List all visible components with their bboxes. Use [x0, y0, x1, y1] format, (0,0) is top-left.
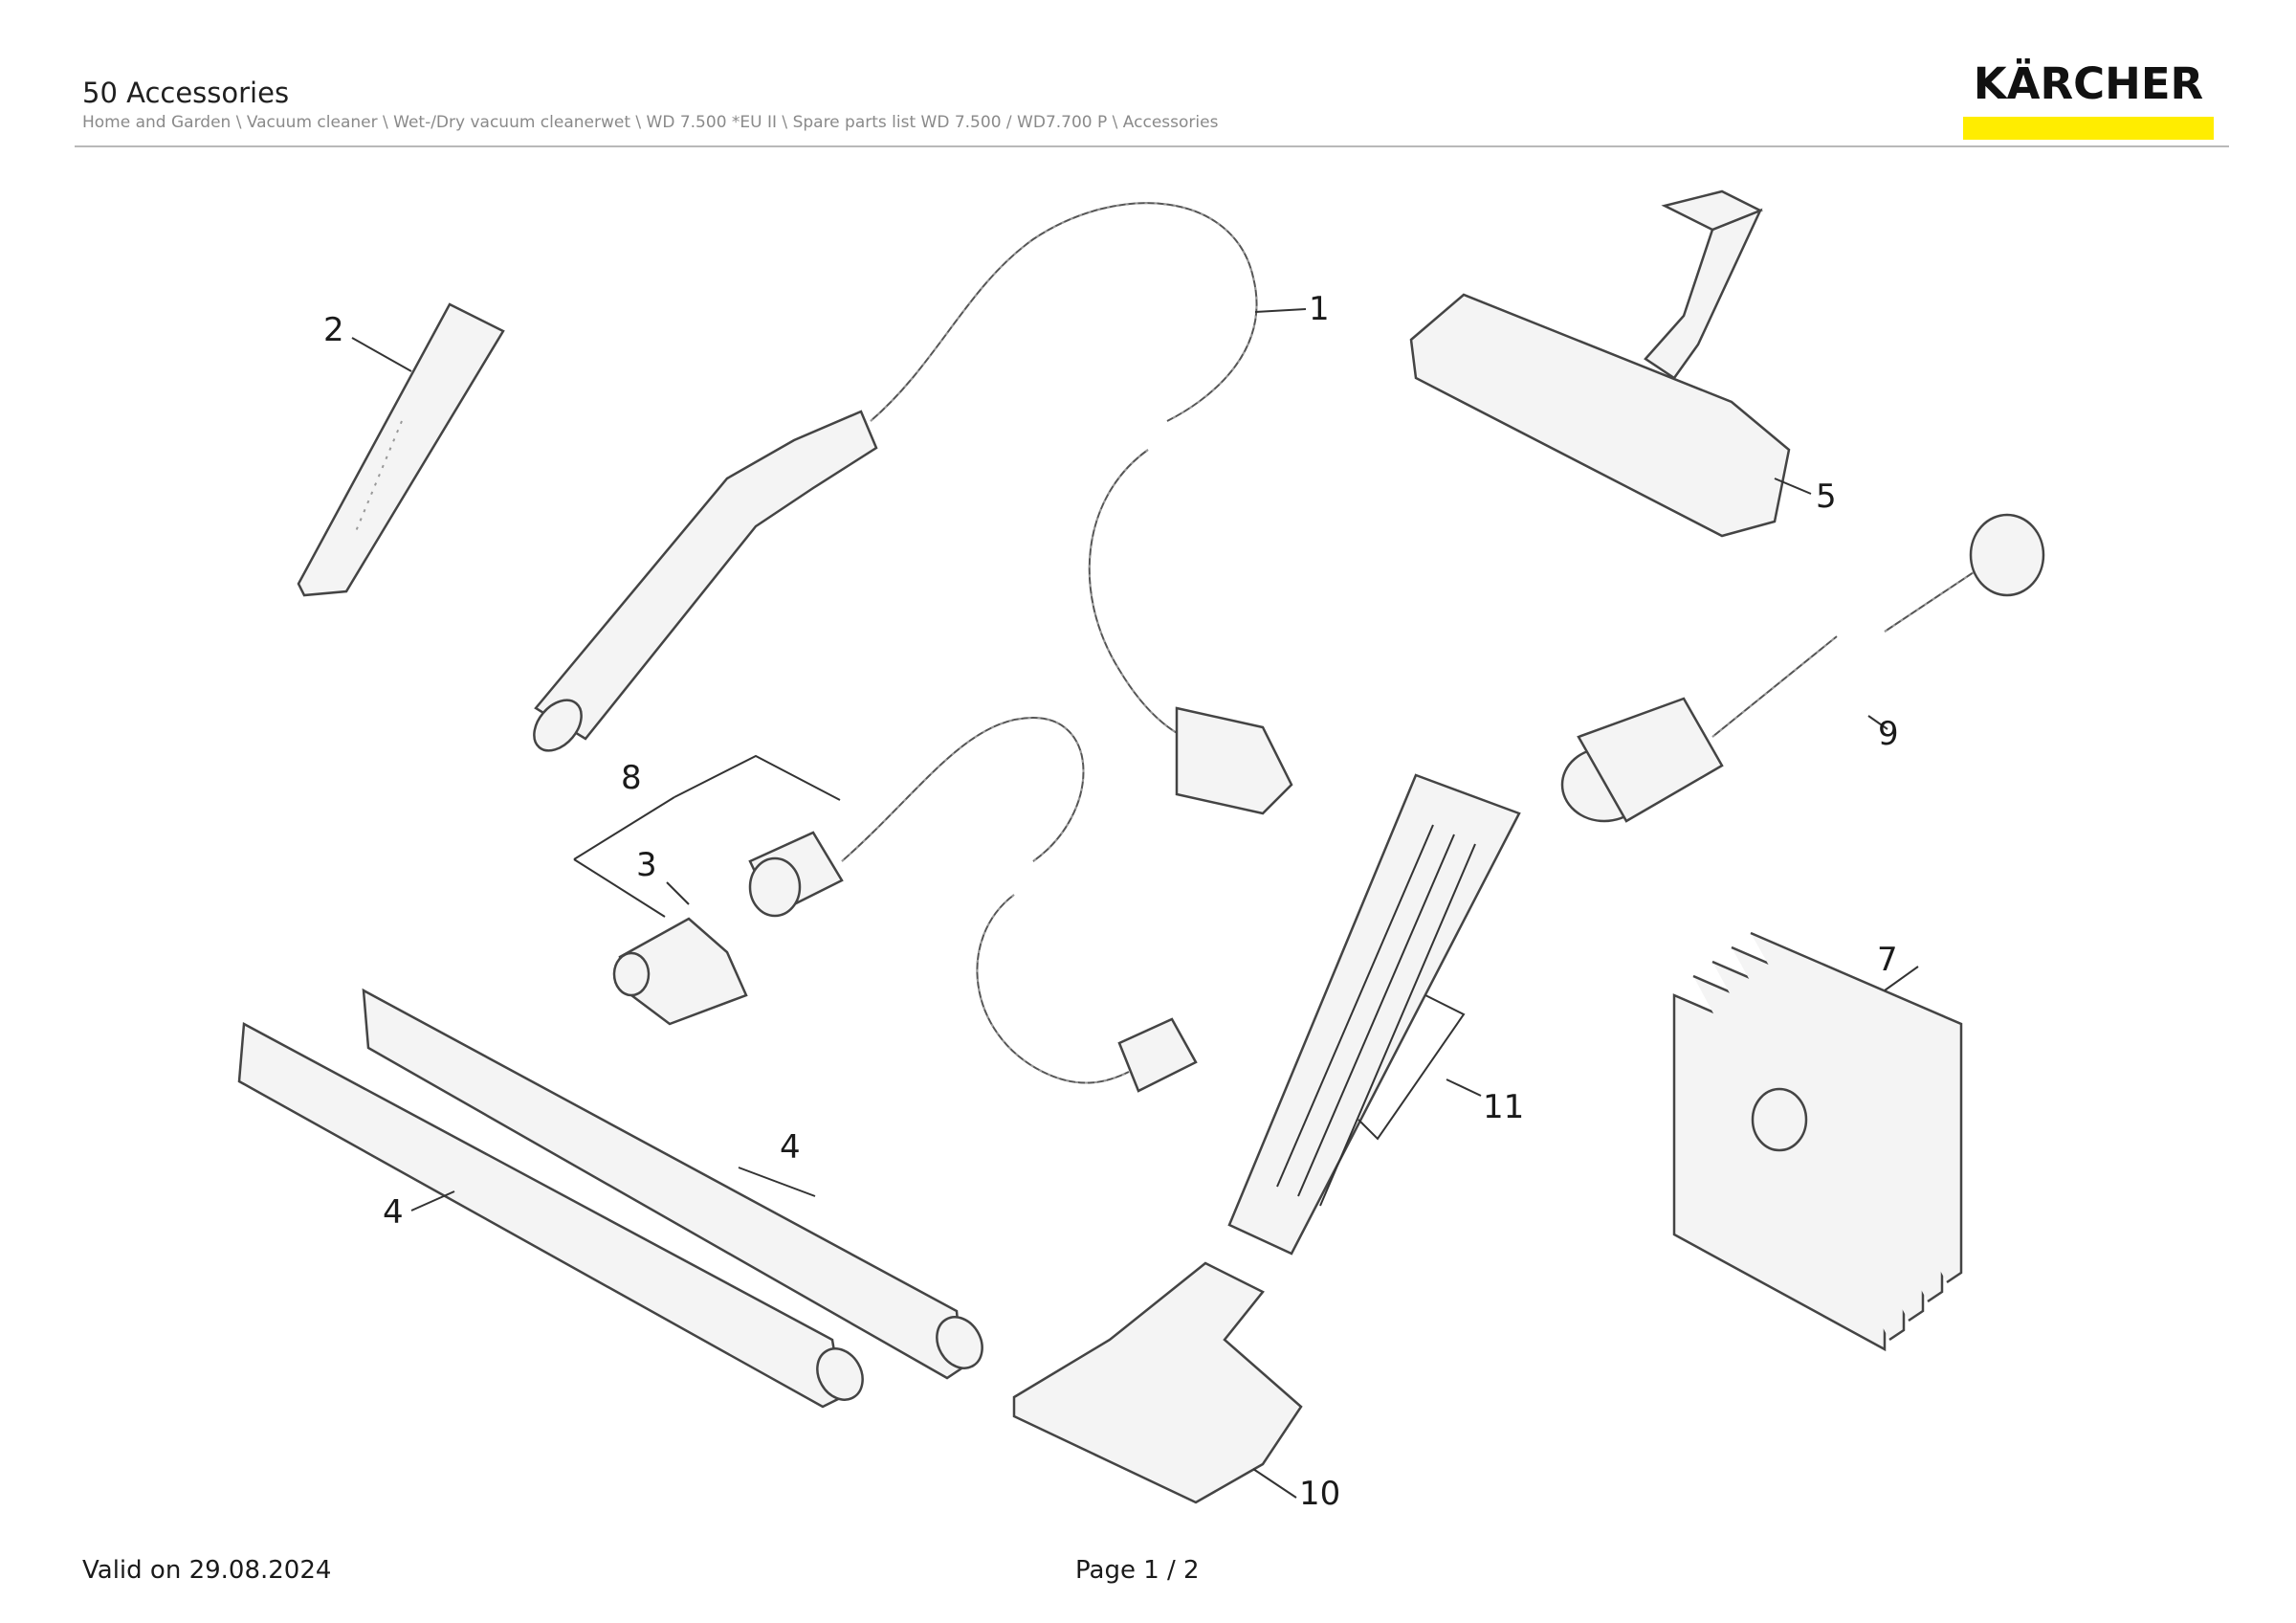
callout-5: 5 [1816, 478, 1837, 516]
header-divider [75, 145, 2229, 147]
breadcrumb[interactable]: Home and Garden \ Vacuum cleaner \ Wet-/… [82, 113, 1219, 132]
callout-8: 8 [621, 759, 642, 797]
valid-date: Valid on 29.08.2024 [82, 1556, 332, 1585]
karcher-logo: KÄRCHER [1963, 61, 2214, 140]
callout-4b: 4 [780, 1128, 801, 1167]
callout-10: 10 [1299, 1475, 1340, 1513]
logo-yellow-bar [1963, 117, 2214, 140]
part-4-extension-tube-a[interactable] [237, 1021, 872, 1409]
page-title: 50 Accessories [82, 77, 290, 109]
callout-3: 3 [636, 846, 657, 884]
callout-2: 2 [323, 311, 344, 349]
part-1-suction-hose[interactable] [524, 202, 1293, 815]
callout-7: 7 [1877, 941, 1898, 979]
part-10-upholstery-nozzle[interactable] [1012, 1261, 1303, 1504]
part-4-extension-tube-b[interactable] [362, 988, 991, 1380]
callout-4a: 4 [383, 1193, 404, 1232]
part-7-filter-bags[interactable] [1672, 931, 1963, 1352]
callout-9: 9 [1878, 715, 1899, 753]
logo-wordmark: KÄRCHER [1973, 58, 2204, 109]
callout-1: 1 [1309, 290, 1330, 328]
part-2-crevice-nozzle[interactable] [297, 302, 505, 597]
callout-11: 11 [1483, 1088, 1524, 1126]
page-indicator: Page 1 / 2 [1075, 1556, 1200, 1585]
part-8-small-hose[interactable] [748, 716, 1198, 1093]
part-11-filter-strip[interactable] [1227, 773, 1521, 1256]
part-3-reducer[interactable] [612, 917, 748, 1026]
part-5-floor-nozzle[interactable] [1409, 189, 1791, 538]
part-9-hose-adapter[interactable] [1560, 513, 2045, 823]
leader-lines [351, 308, 1919, 1499]
